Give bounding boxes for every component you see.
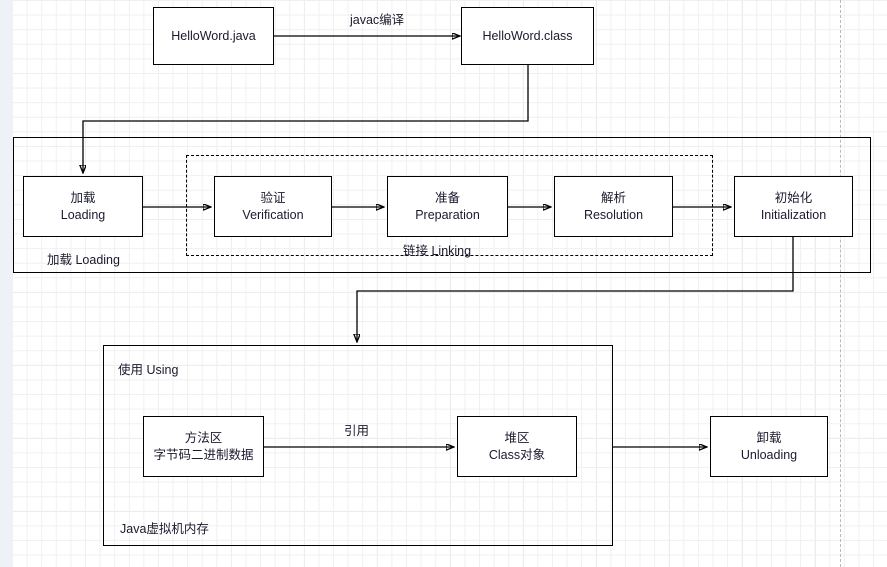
node-hello-word-class[interactable]: HelloWord.class <box>461 7 594 65</box>
node-heap-area[interactable]: 堆区 Class对象 <box>457 416 577 477</box>
caption-loading: 加载 Loading <box>47 253 120 267</box>
node-label-line2: 字节码二进制数据 <box>153 447 254 462</box>
node-label-cn: 初始化 <box>774 190 813 205</box>
page-break-guide <box>840 0 841 567</box>
node-initialization[interactable]: 初始化 Initialization <box>734 176 853 237</box>
node-label-line1: 方法区 <box>184 430 223 445</box>
node-label-en: Initialization <box>760 207 827 222</box>
node-label-en: Preparation <box>415 207 480 222</box>
node-resolution[interactable]: 解析 Resolution <box>554 176 673 237</box>
node-loading[interactable]: 加载 Loading <box>23 176 143 237</box>
node-label-line2: Class对象 <box>488 447 546 462</box>
node-preparation[interactable]: 准备 Preparation <box>387 176 508 237</box>
node-label-en: Unloading <box>740 447 798 462</box>
node-label-cn: 解析 <box>600 190 626 205</box>
node-label-cn: 准备 <box>434 190 460 205</box>
node-label: HelloWord.java <box>171 28 256 43</box>
node-unloading[interactable]: 卸载 Unloading <box>710 416 828 477</box>
node-verification[interactable]: 验证 Verification <box>214 176 332 237</box>
node-label-en: Loading <box>60 207 106 222</box>
edge-label-javac-compile: javac编译 <box>350 13 405 27</box>
using-phase-container <box>103 345 613 546</box>
node-method-area[interactable]: 方法区 字节码二进制数据 <box>143 416 264 477</box>
node-label-line1: 堆区 <box>504 430 530 445</box>
node-label-cn: 卸载 <box>756 430 782 445</box>
node-label: HelloWord.class <box>482 28 573 43</box>
node-label-en: Resolution <box>583 207 644 222</box>
node-label-cn: 验证 <box>260 190 286 205</box>
caption-linking: 链接 Linking <box>403 244 472 258</box>
linking-phase-container <box>186 155 713 256</box>
node-label-cn: 加载 <box>70 190 96 205</box>
edge-label-reference: 引用 <box>344 424 370 438</box>
node-label-en: Verification <box>242 207 304 222</box>
caption-jvm-memory: Java虚拟机内存 <box>120 522 209 536</box>
loading-phase-container <box>13 137 871 273</box>
caption-using: 使用 Using <box>118 363 179 377</box>
node-hello-word-java[interactable]: HelloWord.java <box>153 7 274 65</box>
